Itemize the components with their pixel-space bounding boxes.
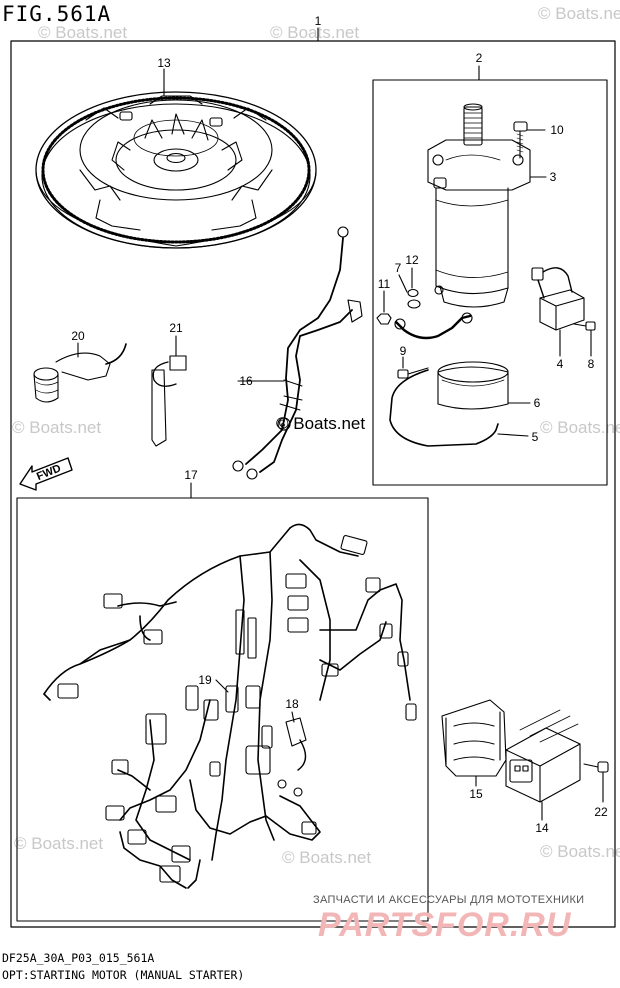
figure-title: FIG.561A: [2, 2, 112, 26]
callout-number: 6: [533, 396, 541, 410]
flywheel-ring-gear: [35, 91, 317, 249]
band-5: [389, 369, 499, 447]
svg-text:c: c: [281, 420, 286, 430]
callout-number: 12: [405, 253, 419, 267]
callout-number: 17: [184, 468, 198, 482]
copyright-icon: [277, 417, 291, 431]
watermark-text: © Boats.net: [14, 834, 104, 853]
fwd-arrow-icon: [19, 457, 73, 491]
callout-number: 19: [198, 673, 212, 687]
callout-number: 7: [394, 261, 402, 275]
bolt-9: [397, 367, 429, 379]
cable-tie-21: [151, 355, 187, 447]
boats-watermark: © Boats.net: [276, 414, 366, 433]
callout-number: 13: [157, 56, 171, 70]
leader-line: [398, 274, 408, 293]
callout-number: 8: [587, 357, 595, 371]
callout-number: 14: [535, 821, 549, 835]
harness-box: [16, 497, 429, 922]
callout-number: 4: [556, 357, 564, 371]
leader-line: [291, 711, 295, 723]
screw-8: [573, 321, 596, 331]
callout-number: 15: [469, 787, 483, 801]
lock-washer-7: [407, 288, 419, 298]
starter-motor-box: [372, 79, 608, 486]
rectifier-14: [505, 709, 581, 803]
callout-number: 20: [71, 329, 85, 343]
callout-number: 5: [531, 430, 539, 444]
callout-number: 3: [549, 170, 557, 184]
callout-number: 11: [377, 277, 391, 291]
leader-line: [215, 679, 229, 693]
harness-connectors: [57, 535, 417, 883]
bolt-10: [513, 121, 528, 159]
screw-22: [583, 761, 609, 773]
fwd-label: FWD: [35, 462, 63, 483]
assembly-frame: [10, 40, 616, 928]
watermark-text: © Boats.net: [540, 842, 620, 861]
callout-number: 9: [399, 344, 407, 358]
figure-description: OPT:STARTING MOTOR (MANUAL STARTER): [2, 968, 245, 982]
callout-number: 1: [314, 14, 322, 28]
watermark-text: © Boats.net: [270, 23, 360, 42]
battery-cable: [394, 314, 472, 340]
starter-motor: [427, 103, 531, 308]
fuse-holder-18: [285, 717, 307, 771]
callout-number: 18: [285, 697, 299, 711]
partsfor-logo: PARTSFOR.RU: [318, 906, 572, 944]
washer-12: [407, 299, 421, 309]
callout-number: 16: [239, 374, 253, 388]
callout-number: 21: [169, 321, 183, 335]
callout-number: 22: [594, 805, 608, 819]
watermark-text: © Boats.net: [38, 23, 128, 42]
callout-number: 10: [550, 123, 564, 137]
wiring-harness-17: [43, 523, 411, 889]
watermark-text: © Boats.net: [540, 418, 620, 437]
starter-relay-4: [531, 267, 585, 331]
watermark-text: © Boats.net: [538, 4, 620, 23]
rubber-mount-6: [437, 361, 509, 410]
figure-code: DF25A_30A_P03_015_561A: [2, 951, 155, 965]
nut-11: [376, 313, 392, 325]
watermark-text: © Boats.net: [282, 848, 372, 867]
callout-number: 2: [475, 51, 483, 65]
cable-assembly-16: [232, 226, 363, 480]
bracket-15: [441, 699, 507, 777]
switch-20: [33, 343, 127, 403]
leader-line: [497, 433, 529, 437]
watermark-text: © Boats.net: [12, 418, 102, 437]
partsfor-tagline: ЗАПЧАСТИ И АКСЕССУАРЫ ДЛЯ МОТОТЕХНИКИ: [313, 894, 585, 906]
